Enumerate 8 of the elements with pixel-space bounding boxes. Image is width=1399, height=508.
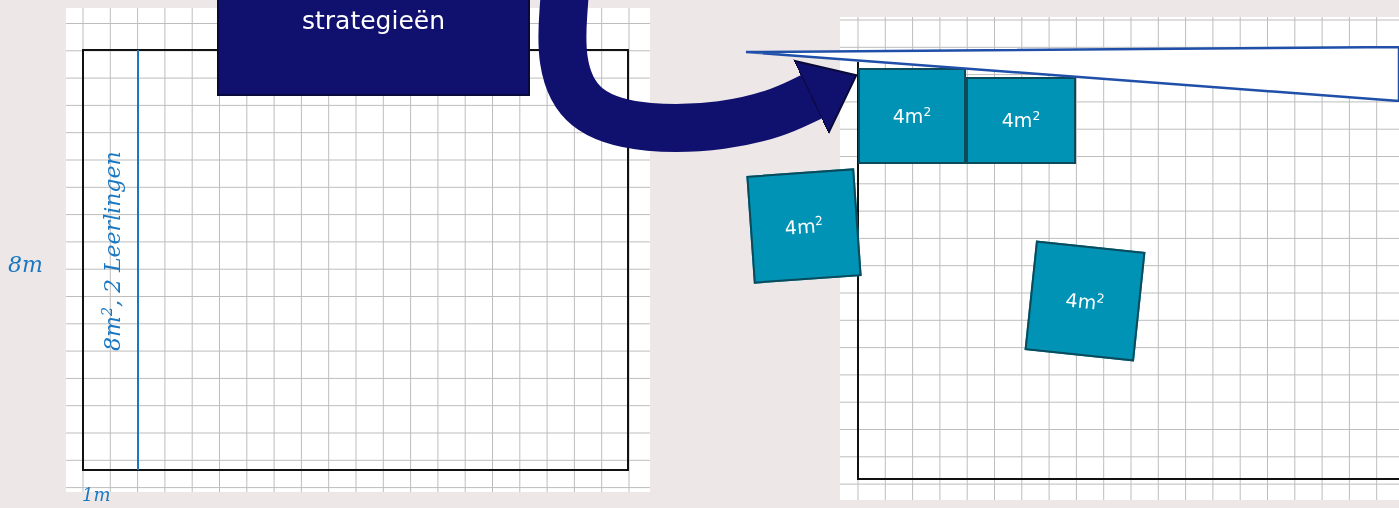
area-tile: 4m$^{2}$ — [858, 68, 966, 164]
callout-wedge — [745, 46, 1399, 102]
title-box: strategieën — [217, 0, 530, 96]
curved-arrow — [538, 0, 858, 152]
dimension-label: 8m — [8, 252, 43, 277]
area-tile: 4m$^{2}$ — [966, 77, 1076, 164]
dimension-label: 1m — [82, 484, 111, 505]
area-tile: 4m$^{2}$ — [746, 168, 862, 284]
